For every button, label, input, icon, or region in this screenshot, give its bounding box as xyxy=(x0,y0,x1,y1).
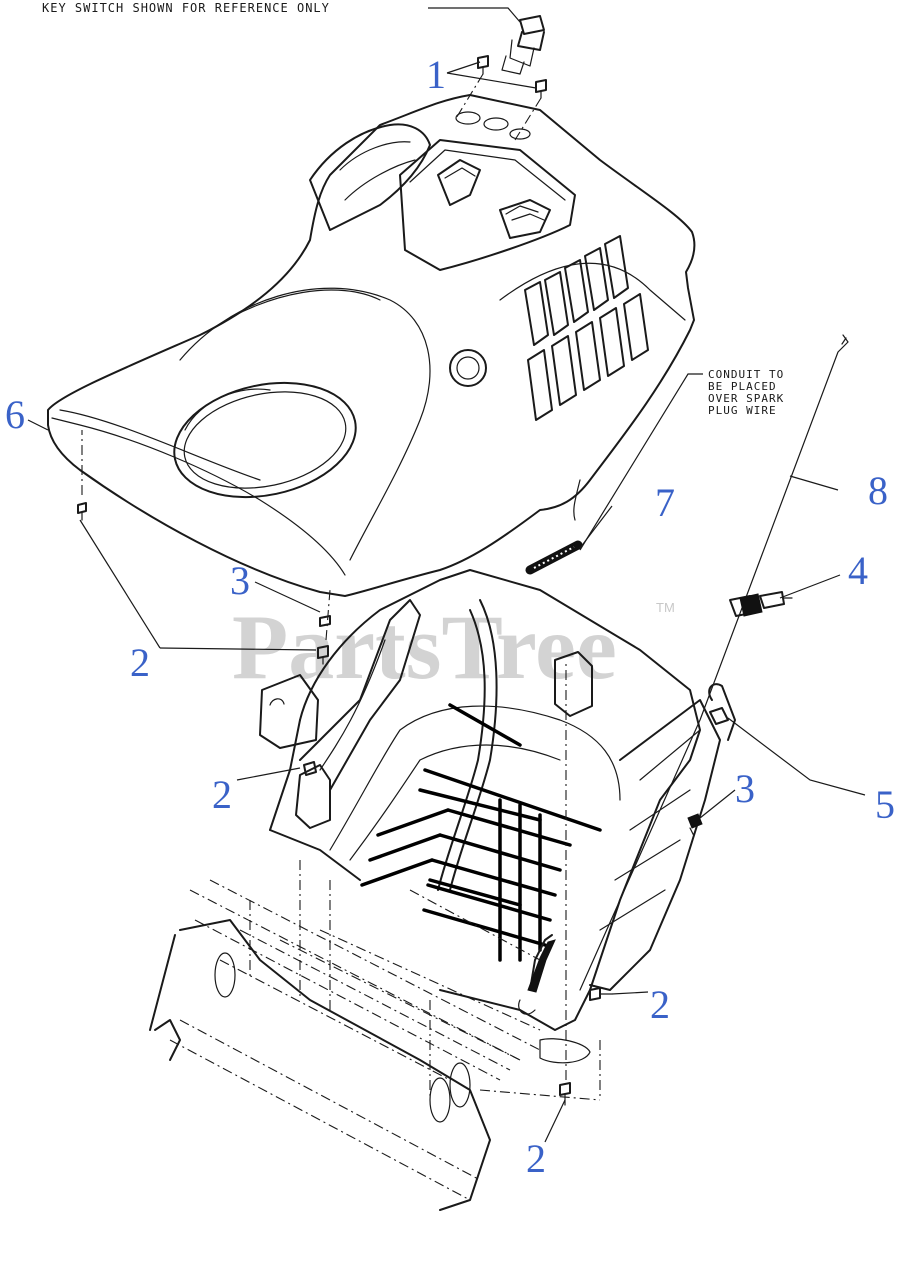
watermark: PartsTree TM xyxy=(232,596,675,698)
callout-6: 6 xyxy=(5,392,25,437)
callout-1: 1 xyxy=(426,52,446,97)
watermark-tm: TM xyxy=(656,600,675,615)
callout-leaders xyxy=(27,61,866,1143)
conduit-note: CONDUIT TO BE PLACED OVER SPARK PLUG WIR… xyxy=(579,368,784,551)
fasteners xyxy=(77,55,729,1106)
spark-plug-conduit xyxy=(525,540,583,575)
callout-4: 4 xyxy=(848,548,868,593)
callout-7: 7 xyxy=(655,480,675,525)
callout-8: 8 xyxy=(868,468,888,513)
upper-shroud xyxy=(47,94,696,597)
cable xyxy=(579,334,849,991)
conduit-note-line1: CONDUIT TO xyxy=(708,368,784,381)
connector-part xyxy=(729,591,793,617)
conduit-note-line4: PLUG WIRE xyxy=(708,404,777,417)
callout-5: 5 xyxy=(875,782,895,827)
callout-2-left: 2 xyxy=(130,640,150,685)
callout-2-bottom: 2 xyxy=(526,1136,546,1181)
key-switch-part xyxy=(501,15,545,75)
key-switch-note-text: KEY SWITCH SHOWN FOR REFERENCE ONLY xyxy=(42,1,330,15)
callout-2-mid: 2 xyxy=(212,772,232,817)
callout-numbers: 1 6 2 3 2 7 8 4 3 5 2 2 xyxy=(5,52,895,1181)
callout-3-right: 3 xyxy=(735,766,755,811)
conduit-note-line2: BE PLACED xyxy=(708,380,777,393)
callout-3-left: 3 xyxy=(230,558,250,603)
conduit-note-line3: OVER SPARK xyxy=(708,392,784,405)
shroud-vent-ribs xyxy=(524,235,649,421)
key-switch-note: KEY SWITCH SHOWN FOR REFERENCE ONLY xyxy=(42,1,521,23)
grate-bars xyxy=(360,703,602,962)
watermark-text: PartsTree xyxy=(232,596,617,698)
callout-2-right: 2 xyxy=(650,982,670,1027)
